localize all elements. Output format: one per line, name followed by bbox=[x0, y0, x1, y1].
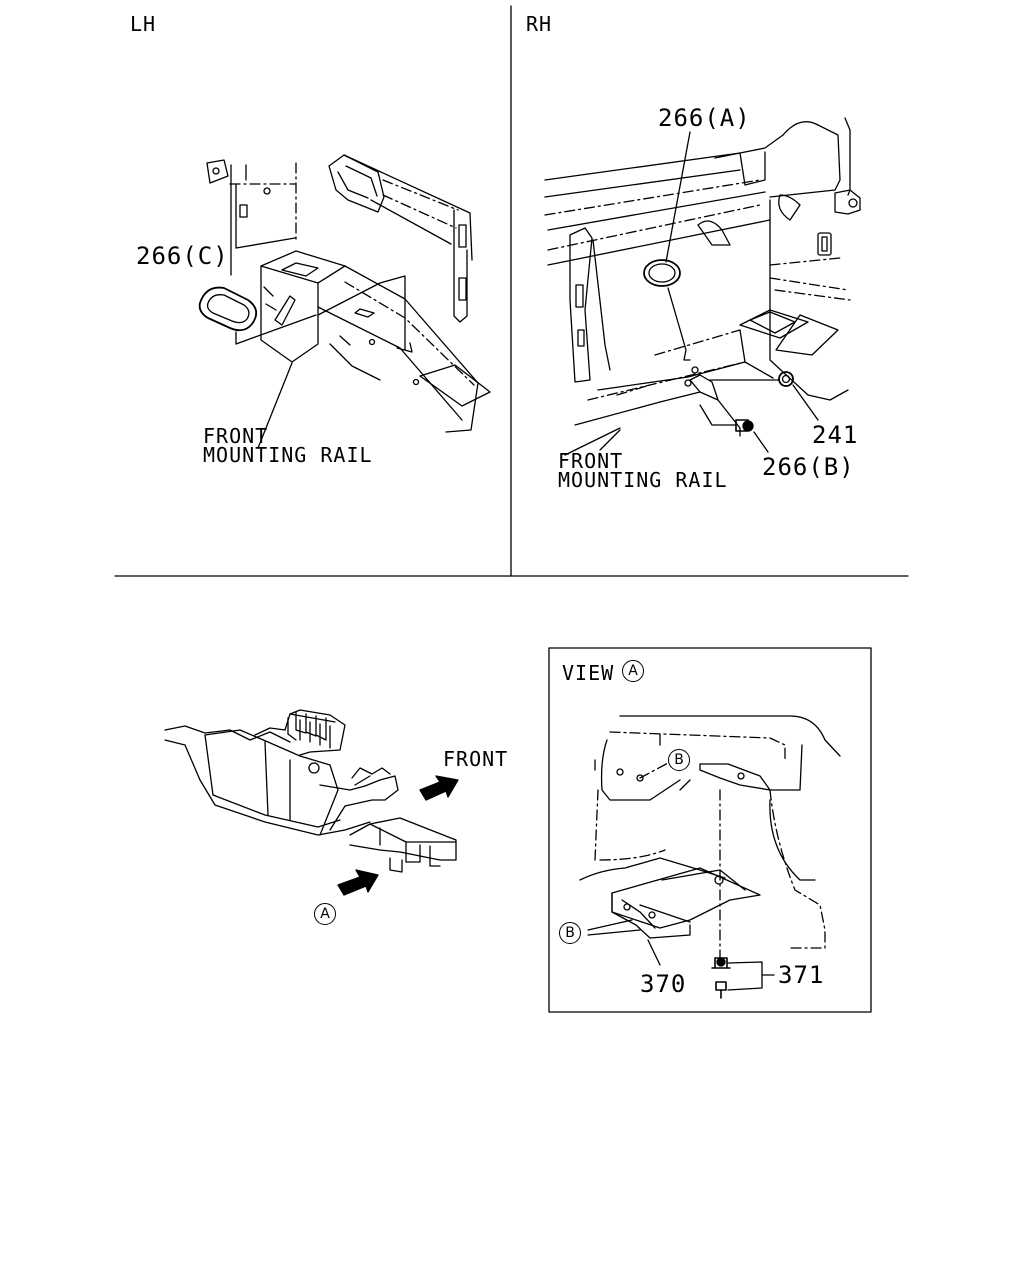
view-a-part-370-label: 370 bbox=[640, 970, 687, 998]
lh-front-label: FRONT bbox=[203, 424, 269, 448]
lh-body-drawing bbox=[198, 154, 491, 449]
overview-front-label: FRONT bbox=[443, 747, 509, 771]
view-a-part-371-label: 371 bbox=[778, 961, 825, 989]
rh-front-label: FRONT bbox=[558, 449, 624, 473]
rh-body-drawing bbox=[544, 117, 861, 456]
view-a-marker-b-lower: B bbox=[559, 922, 581, 944]
view-a-frame bbox=[548, 647, 872, 1013]
view-a-title: VIEW bbox=[562, 661, 615, 685]
lh-rail-label: MOUNTING RAIL bbox=[203, 443, 373, 467]
view-a-title-marker: A bbox=[622, 660, 644, 682]
rh-part-266b-label: 266(B) bbox=[762, 453, 855, 481]
view-a-drawing bbox=[579, 715, 841, 999]
lh-part-266c-label: 266(C) bbox=[136, 242, 229, 270]
view-a-marker-b-upper: B bbox=[668, 749, 690, 771]
panel-divider bbox=[114, 5, 909, 577]
rh-panel-title: RH bbox=[526, 12, 553, 36]
lh-panel-title: LH bbox=[130, 12, 157, 36]
overview-marker-a: A bbox=[314, 903, 336, 925]
rh-part-266a-label: 266(A) bbox=[658, 104, 751, 132]
rh-part-241-label: 241 bbox=[812, 421, 859, 449]
rh-rail-label: MOUNTING RAIL bbox=[558, 468, 728, 492]
chassis-overview-drawing bbox=[164, 709, 459, 896]
